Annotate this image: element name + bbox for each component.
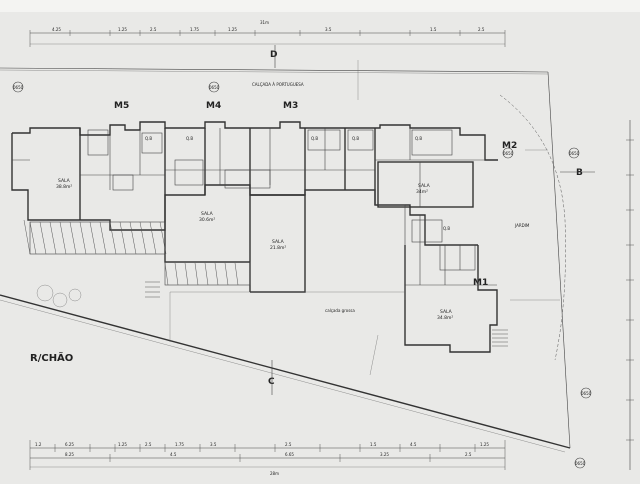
bottom-total-4: 2.5 (465, 452, 472, 457)
bottom-dim-total: 28m (270, 471, 279, 476)
small-room-4: Q.B (415, 136, 422, 141)
section-marker-c: C (268, 377, 275, 387)
garden-label: JARDIM (514, 223, 530, 228)
bottom-dim-0: 1.2 (35, 442, 42, 447)
m4-stair (145, 281, 160, 298)
room-sala-m1-area: 34.8m² (437, 315, 453, 321)
bottom-total-2: 6.65 (285, 452, 294, 457)
top-dim-0: 4.25 (52, 27, 61, 32)
unit-label-m1: M1 (473, 278, 488, 288)
room-sala-m4-area: 30.6m² (199, 217, 215, 223)
room-sala-m5: SALA (58, 178, 71, 184)
room-sala-m3: SALA (272, 239, 285, 245)
courtyard-label: calçada grossa (325, 308, 355, 313)
m1-block (404, 215, 508, 353)
room-sala-m4: SALA (201, 211, 214, 217)
small-room-5: Q.B (443, 226, 450, 231)
bottom-dim-1: 6.25 (65, 442, 74, 447)
section-marker-d: D (270, 50, 277, 60)
m2-block (377, 161, 474, 208)
floor-label: R/CHÃO (30, 351, 73, 364)
top-dim-2: 2.5 (150, 27, 157, 32)
tree-symbols (36, 284, 82, 308)
small-room-1: Q.B (186, 136, 193, 141)
right-dimension-chain (626, 120, 634, 470)
porch-hatching (23, 219, 239, 286)
room-sala-m2: SALA (418, 183, 431, 189)
small-room-2: Q.B (311, 136, 318, 141)
diagonal-boundary (0, 294, 571, 449)
level-marker-5: 0650 (575, 461, 586, 466)
room-sala-m3-area: 21.8m² (270, 245, 286, 251)
unit-label-m2: M2 (502, 141, 517, 151)
level-markers: 0650 0650 0650 0650 0650 0650 (12, 81, 592, 469)
level-marker-2: 0650 (503, 151, 514, 156)
level-marker-3: 0650 (569, 151, 580, 156)
small-room-0: Q.B (145, 136, 152, 141)
top-dim-1: 1.25 (118, 27, 127, 32)
level-marker-0: 0650 (13, 85, 24, 90)
scan-top-margin (0, 0, 640, 12)
bottom-dim-2: 1.25 (118, 442, 127, 447)
room-sala-m1: SALA (440, 309, 453, 315)
bottom-dim-3: 2.5 (145, 442, 152, 447)
room-sala-m5-area: 38.8m² (56, 184, 72, 190)
bottom-dim-6: 2.5 (285, 442, 292, 447)
unit-label-m5: M5 (114, 101, 129, 111)
street-label: CALÇADA À PORTUGUESA (252, 82, 304, 87)
top-dim-5: 3.5 (325, 27, 332, 32)
level-marker-1: 0650 (209, 85, 220, 90)
section-marker-b: B (576, 168, 583, 178)
courtyard-edge (304, 189, 406, 300)
bottom-total-3: 3.25 (380, 452, 389, 457)
bottom-dim-7: 1.5 (370, 442, 377, 447)
bottom-dim-4: 1.75 (175, 442, 184, 447)
top-dim-4: 1.25 (228, 27, 237, 32)
bottom-dim-9: 1.25 (480, 442, 489, 447)
small-room-3: Q.B (352, 136, 359, 141)
garden-path (499, 94, 566, 361)
level-marker-4: 0650 (581, 391, 592, 396)
top-dim-3: 1.75 (190, 27, 199, 32)
bottom-dim-5: 3.5 (210, 442, 217, 447)
top-dim-6: 1.5 (430, 27, 437, 32)
bottom-dimension-chain: 1.2 6.25 1.25 2.5 1.75 3.5 2.5 1.5 4.5 1… (29, 440, 506, 476)
porch-m4 (164, 261, 251, 286)
street-edge (0, 67, 571, 449)
m1-stair (492, 329, 508, 347)
top-dimension-chain: 4.25 1.25 2.5 1.75 1.25 3.5 1.5 2.5 31m (29, 20, 506, 47)
top-dim-7: 2.5 (478, 27, 485, 32)
service-cores (87, 129, 476, 271)
unit-label-m4: M4 (206, 101, 221, 111)
room-sala-m2-area: 34m² (416, 189, 428, 195)
porch-m5 (29, 221, 166, 255)
top-dim-total: 31m (260, 20, 269, 25)
bottom-total-1: 4.5 (170, 452, 177, 457)
bottom-dim-8: 4.5 (410, 442, 417, 447)
bottom-total-0: 8.25 (65, 452, 74, 457)
unit-label-m3: M3 (283, 101, 298, 111)
